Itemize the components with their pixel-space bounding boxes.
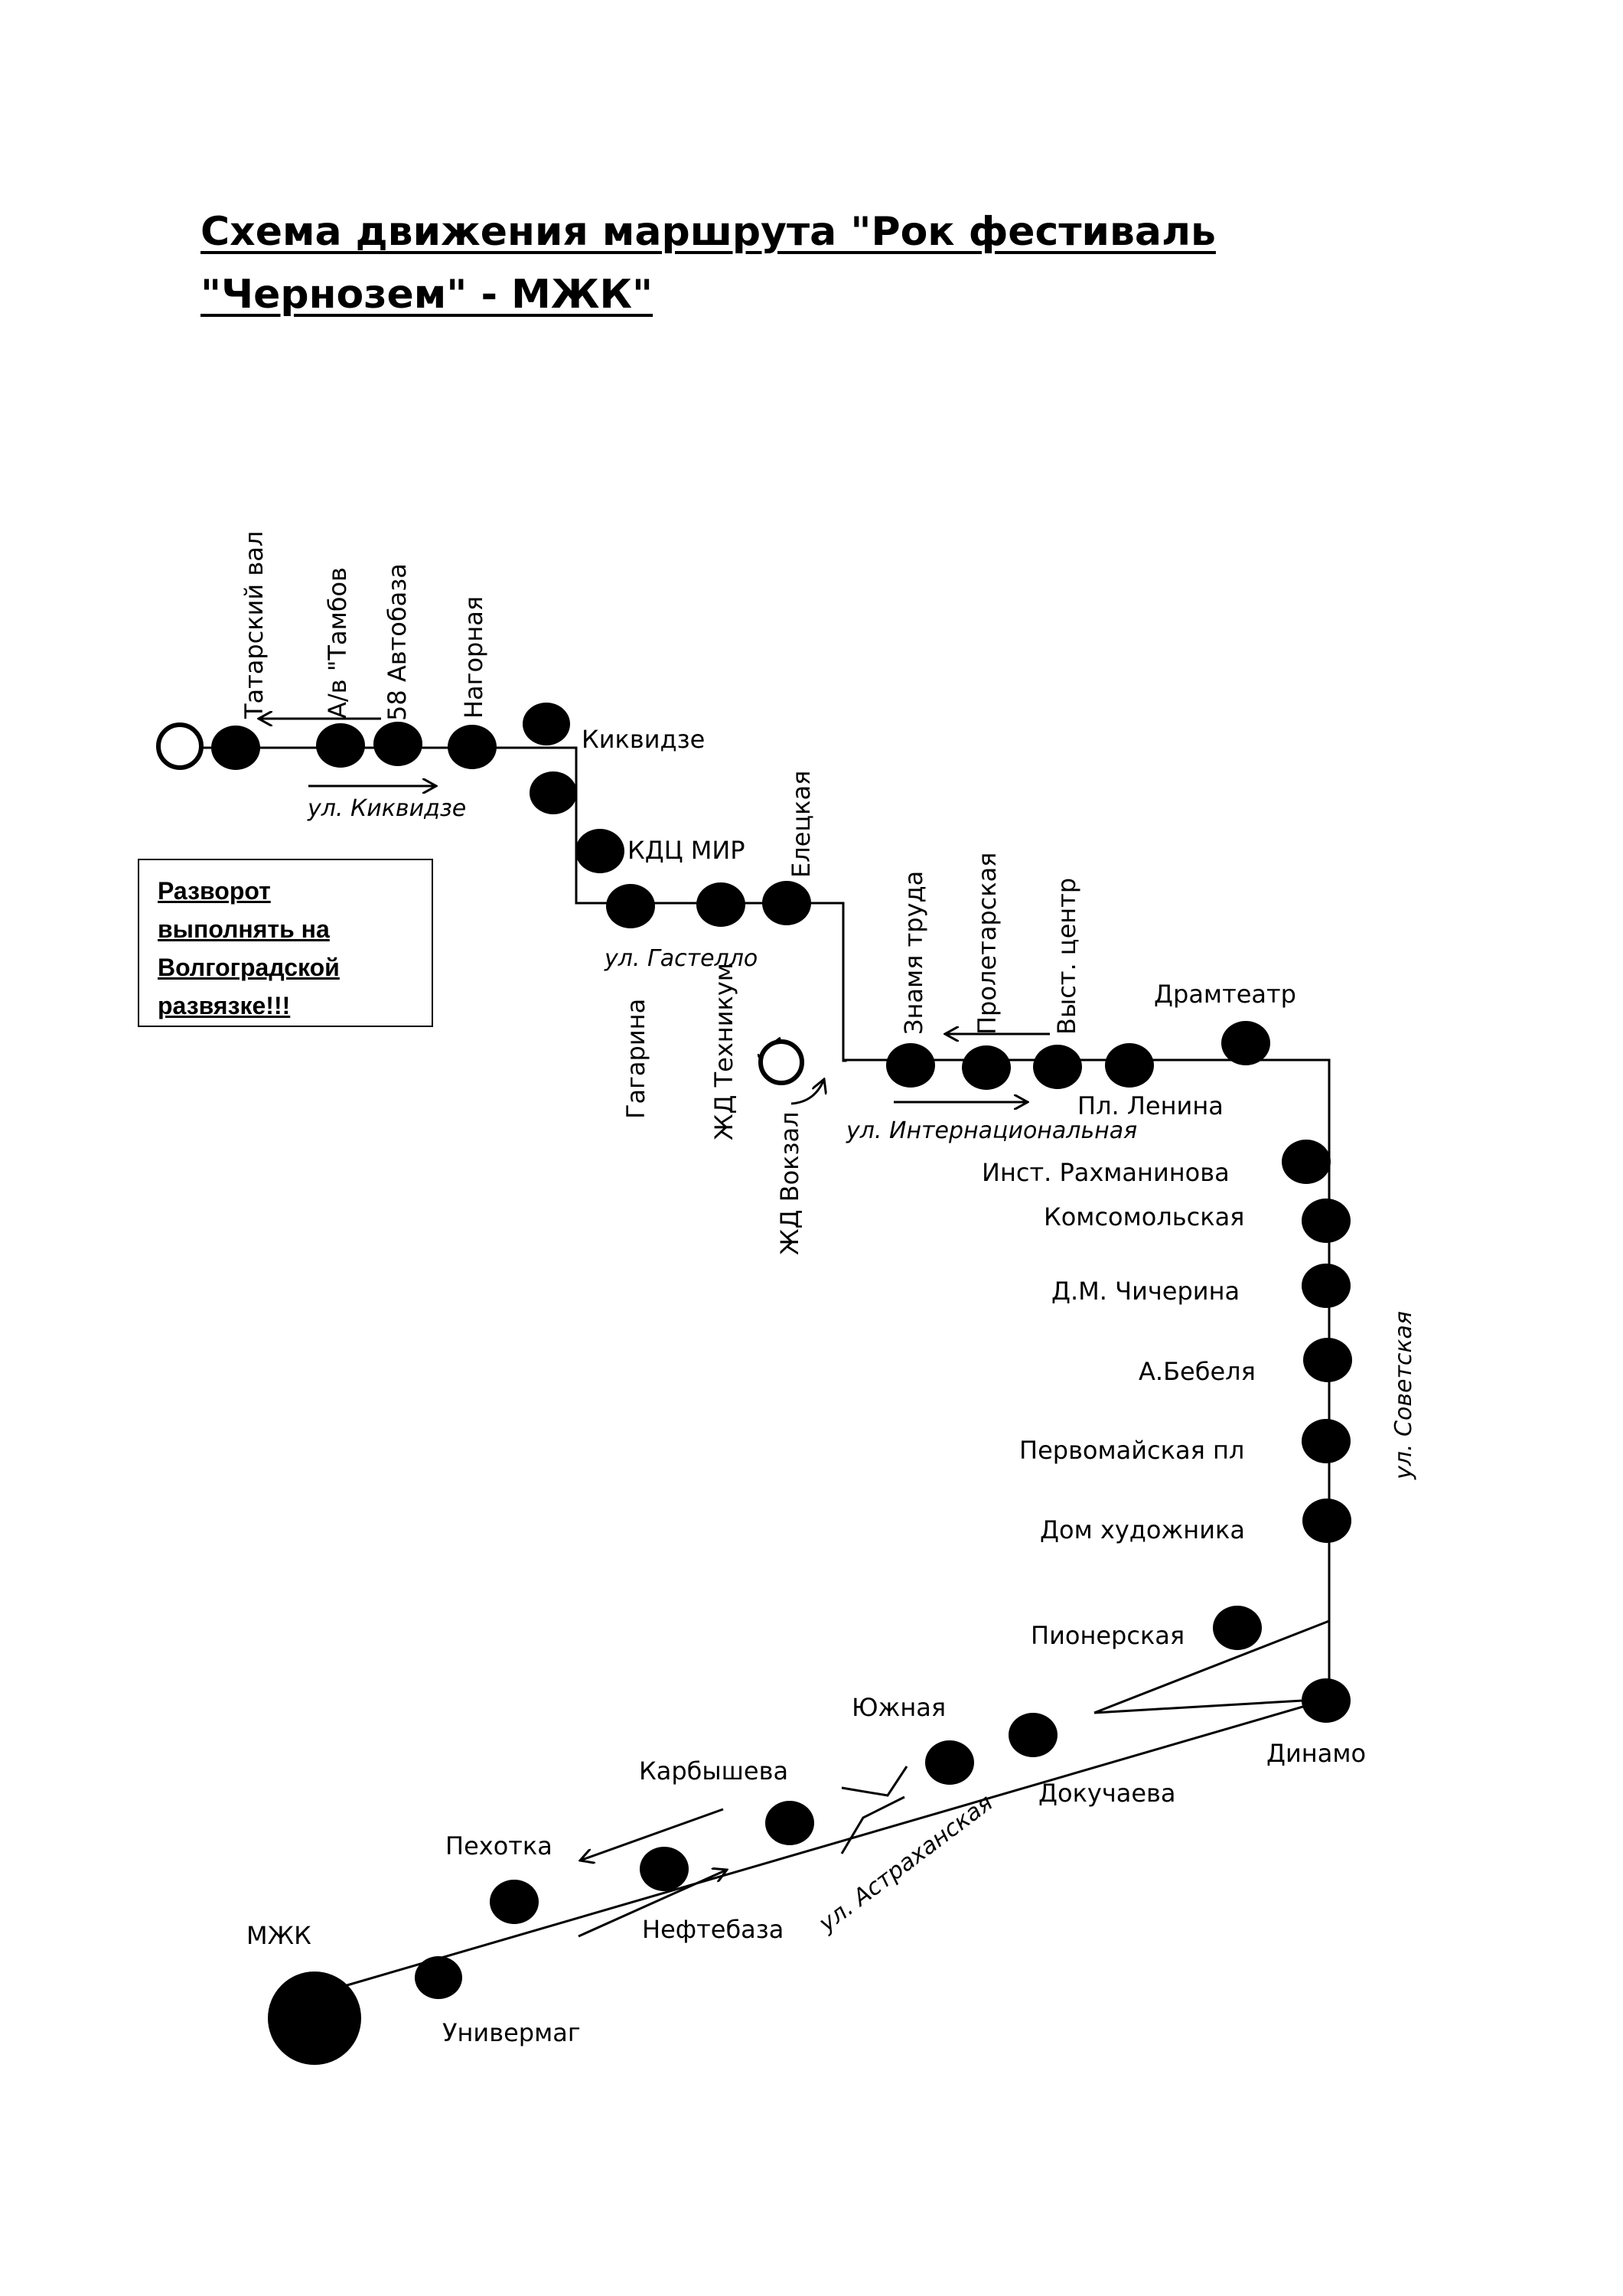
title-line-2: "Чернозем" - МЖК" bbox=[200, 272, 653, 318]
label-karbysheva: Карбышева bbox=[639, 1756, 788, 1786]
stop-marker-komsomolskaya bbox=[1302, 1199, 1351, 1243]
stop-marker-avtobaza bbox=[373, 722, 422, 766]
stop-marker-vyst-centr bbox=[1033, 1045, 1082, 1089]
note-line-4: развязке!!! bbox=[158, 992, 291, 1019]
turnaround-arrow-lower bbox=[790, 1079, 824, 1105]
label-vyst-centr: Выст. центр bbox=[1052, 878, 1081, 1035]
stop-marker-mzhk bbox=[268, 1971, 361, 2065]
label-dom-khudozhnika: Дом художника bbox=[1040, 1515, 1245, 1544]
stop-marker-pekhotka bbox=[490, 1880, 539, 1924]
stop-marker-kdc-mir bbox=[575, 829, 624, 873]
note-line-2: выполнять на bbox=[158, 915, 330, 943]
stop-marker-av-tambov bbox=[316, 723, 365, 768]
stop-marker-dinamo bbox=[1302, 1678, 1351, 1723]
label-inst-rakhmaninova: Инст. Рахманинова bbox=[982, 1158, 1230, 1187]
street-sovetskaya: ул. Советская bbox=[1390, 1311, 1417, 1480]
stop-marker-dokuchaeva bbox=[1009, 1713, 1058, 1757]
label-znamya-truda: Знамя труда bbox=[899, 871, 928, 1035]
stop-marker-inst-rakhmaninova bbox=[1282, 1140, 1331, 1184]
label-zhd-tekhnikum: ЖД Техникум bbox=[709, 963, 738, 1140]
label-pionerskaya: Пионерская bbox=[1031, 1621, 1185, 1650]
title-line-1: Схема движения маршрута "Рок фестиваль bbox=[200, 209, 1216, 255]
stop-marker-neftebaza bbox=[640, 1847, 689, 1891]
street-internatsionalnaya: ул. Интернациональная bbox=[846, 1117, 1137, 1144]
note-line-1: Разворот bbox=[158, 877, 271, 905]
label-avtobaza: 58 Автобаза bbox=[383, 563, 412, 721]
label-pekhotka: Пехотка bbox=[445, 1831, 552, 1861]
stop-marker-pervomayskaya bbox=[1302, 1419, 1351, 1463]
stop-marker-kikvidze-1 bbox=[523, 703, 570, 745]
label-pervomayskaya: Первомайская пл bbox=[1019, 1436, 1244, 1465]
label-zhd-vokzal: ЖД Вокзал bbox=[775, 1111, 804, 1255]
street-astrakhanskaya: ул. Астраханская bbox=[813, 1789, 998, 1938]
terminal-start-marker bbox=[156, 722, 204, 770]
stop-marker-nagornaya bbox=[448, 725, 497, 769]
stop-marker-yuzhnaya bbox=[925, 1740, 974, 1785]
label-nagornaya: Нагорная bbox=[459, 596, 488, 719]
label-gagarina: Гагарина bbox=[621, 999, 650, 1119]
stop-marker-znamya-truda bbox=[886, 1043, 935, 1088]
direction-arrows bbox=[259, 719, 1050, 1938]
arrow-south-east bbox=[578, 1870, 727, 1938]
label-dramteatr: Драмтеатр bbox=[1154, 980, 1296, 1009]
stop-marker-kikvidze-2 bbox=[530, 771, 577, 814]
label-tatarsky-val: Татарский вал bbox=[240, 531, 269, 719]
turnaround-terminal-marker bbox=[758, 1039, 804, 1085]
label-chicherina: Д.М. Чичерина bbox=[1051, 1277, 1240, 1306]
note-line-3: Волгоградской bbox=[158, 954, 340, 981]
stop-marker-dom-khudozhnika bbox=[1302, 1499, 1351, 1543]
turnaround-note: Разворот выполнять на Волгоградской разв… bbox=[138, 859, 433, 1027]
stop-marker-pionerskaya bbox=[1213, 1606, 1262, 1650]
stop-marker-bebelya bbox=[1303, 1338, 1352, 1382]
page-title: Схема движения маршрута "Рок фестиваль "… bbox=[200, 201, 1272, 326]
label-dinamo: Динамо bbox=[1266, 1739, 1366, 1768]
stop-marker-gastello-2 bbox=[696, 882, 745, 927]
stop-marker-proletarskaya bbox=[962, 1045, 1011, 1090]
label-proletarskaya: Пролетарская bbox=[973, 853, 1002, 1035]
label-yuzhnaya: Южная bbox=[852, 1693, 946, 1722]
stop-markers bbox=[211, 703, 1352, 2065]
label-univermag: Универмаг bbox=[442, 2018, 581, 2047]
arrow-south-west bbox=[580, 1808, 724, 1861]
label-kdc-mir: КДЦ МИР bbox=[627, 836, 745, 865]
stop-marker-univermag bbox=[415, 1956, 462, 1999]
stop-marker-gastello-1 bbox=[606, 884, 655, 928]
stop-marker-pl-lenina bbox=[1105, 1043, 1154, 1088]
street-gastello: ул. Гастелло bbox=[604, 945, 758, 972]
street-kikvidze: ул. Киквидзе bbox=[307, 795, 466, 822]
label-bebelya: А.Бебеля bbox=[1139, 1357, 1256, 1386]
label-eletskaya: Елецкая bbox=[787, 771, 816, 878]
label-komsomolskaya: Комсомольская bbox=[1044, 1202, 1244, 1231]
stop-marker-chicherina bbox=[1302, 1264, 1351, 1308]
label-av-tambov: А/в "Тамбов bbox=[323, 567, 352, 719]
stop-marker-dramteatr bbox=[1221, 1021, 1270, 1065]
label-kikvidze: Киквидзе bbox=[582, 725, 705, 754]
stop-marker-eletskaya bbox=[762, 881, 811, 925]
label-dokuchaeva: Докучаева bbox=[1038, 1779, 1176, 1808]
stop-marker-karbysheva bbox=[765, 1801, 814, 1845]
label-pl-lenina: Пл. Ленина bbox=[1077, 1091, 1224, 1120]
label-neftebaza: Нефтебаза bbox=[642, 1915, 784, 1944]
label-mzhk: МЖК bbox=[246, 1921, 311, 1950]
stop-marker-tatarsky-val bbox=[211, 726, 260, 770]
